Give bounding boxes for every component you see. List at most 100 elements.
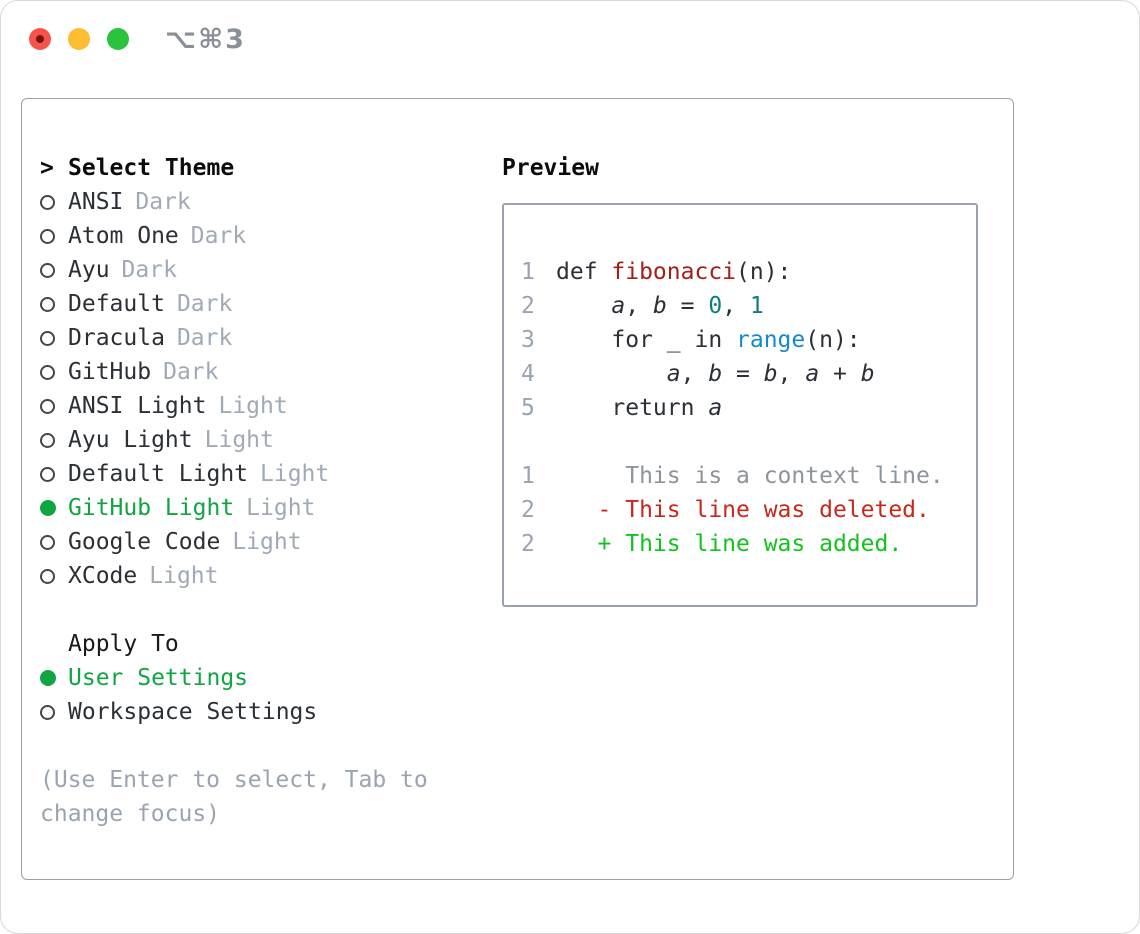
- line-content: This is a context line.: [556, 463, 944, 489]
- theme-option[interactable]: Ayu Light Light: [40, 423, 485, 457]
- focus-caret: >: [40, 155, 54, 181]
- line-content: + This line was added.: [556, 531, 903, 557]
- code-line: 2 a, b = 0, 1: [521, 289, 976, 323]
- radio-slot: [40, 670, 68, 686]
- radio-slot: [40, 262, 68, 278]
- minimize-icon[interactable]: [68, 28, 90, 50]
- radio-slot: [40, 568, 68, 584]
- radio-slot: [40, 466, 68, 482]
- apply-to-title: Apply To: [68, 631, 179, 657]
- theme-name: Dracula: [68, 325, 165, 351]
- radio-slot: [40, 534, 68, 550]
- radio-icon: [40, 194, 55, 210]
- line-content: def fibonacci(n):: [556, 259, 792, 285]
- theme-option[interactable]: GitHub Dark: [40, 355, 485, 389]
- theme-name: ANSI Light: [68, 393, 207, 419]
- code-line: 1 def fibonacci(n):: [521, 255, 976, 289]
- blank-line: [521, 425, 976, 459]
- select-theme-title: Select Theme: [68, 155, 235, 181]
- theme-option[interactable]: ANSI Light Light: [40, 389, 485, 423]
- theme-name: Atom One: [68, 223, 179, 249]
- theme-variant-tag: Dark: [176, 291, 233, 317]
- radio-icon: [40, 262, 55, 278]
- theme-variant-tag: Dark: [163, 359, 219, 385]
- line-content: - This line was deleted.: [556, 497, 930, 523]
- apply-to-option[interactable]: User Settings: [40, 661, 485, 695]
- radio-selected-icon: [40, 670, 56, 686]
- theme-variant-tag: Light: [149, 563, 219, 589]
- radio-icon: [40, 398, 55, 414]
- theme-name: XCode: [68, 563, 138, 589]
- line-number: 1: [521, 463, 535, 489]
- code-line: 4 a, b = b, a + b: [521, 357, 976, 391]
- line-number: 1: [521, 259, 535, 285]
- radio-slot: [40, 330, 68, 346]
- theme-option[interactable]: Default Dark: [40, 287, 485, 321]
- select-theme-header: > Select Theme: [40, 151, 485, 185]
- theme-option[interactable]: Default Light Light: [40, 457, 485, 491]
- theme-name: Default: [68, 291, 165, 317]
- line-content: return a: [556, 395, 723, 421]
- radio-slot: [40, 704, 68, 720]
- radio-icon: [40, 534, 55, 550]
- radio-slot: [40, 296, 68, 312]
- radio-icon: [40, 330, 55, 346]
- theme-variant-tag: Light: [260, 461, 330, 487]
- theme-variant-tag: Dark: [176, 325, 233, 351]
- theme-option[interactable]: Dracula Dark: [40, 321, 485, 355]
- code-line: 5 return a: [521, 391, 976, 425]
- theme-variant-tag: Dark: [135, 189, 191, 215]
- traffic-lights: [29, 28, 129, 50]
- line-number: 2: [521, 293, 535, 319]
- radio-icon: [40, 296, 55, 312]
- diff-line: 2 - This line was deleted.: [521, 493, 976, 527]
- radio-selected-icon: [40, 500, 56, 516]
- hint-line-1: (Use Enter to select, Tab to: [40, 767, 428, 793]
- radio-slot: [40, 398, 68, 414]
- radio-icon: [40, 568, 55, 584]
- apply-to-header: Apply To: [40, 627, 485, 661]
- hint-line-2: change focus): [40, 801, 221, 827]
- line-content: for _ in range(n):: [556, 327, 861, 353]
- line-number: 3: [521, 327, 535, 353]
- radio-slot: [40, 364, 68, 380]
- theme-variant-tag: Light: [246, 495, 316, 521]
- theme-variant-tag: Dark: [121, 257, 177, 283]
- radio-icon: [40, 364, 55, 380]
- theme-name: Default Light: [68, 461, 249, 487]
- spacer: [40, 593, 485, 627]
- theme-name: Ayu Light: [68, 427, 193, 453]
- theme-name: Google Code: [68, 529, 221, 555]
- line-number: 2: [521, 497, 535, 523]
- code-line: 3 for _ in range(n):: [521, 323, 976, 357]
- apply-to-option[interactable]: Workspace Settings: [40, 695, 485, 729]
- radio-slot: [40, 432, 68, 448]
- spacer: [40, 729, 485, 763]
- diff-line: 1 This is a context line.: [521, 459, 976, 493]
- theme-variant-tag: Light: [204, 427, 274, 453]
- theme-variant-tag: Light: [218, 393, 288, 419]
- theme-option[interactable]: XCode Light: [40, 559, 485, 593]
- theme-variant-tag: Dark: [190, 223, 247, 249]
- zoom-icon[interactable]: [107, 28, 129, 50]
- close-icon[interactable]: [29, 28, 51, 50]
- radio-slot: [40, 500, 68, 516]
- theme-name: GitHub: [68, 359, 152, 385]
- theme-option[interactable]: Atom One Dark: [40, 219, 485, 253]
- titlebar: ⌥⌘3: [1, 1, 1139, 77]
- line-number: 2: [521, 531, 535, 557]
- apply-to-option-label: User Settings: [68, 665, 249, 691]
- radio-icon: [40, 466, 55, 482]
- line-content: a, b = 0, 1: [611, 293, 764, 319]
- preview-title: Preview: [502, 155, 599, 181]
- radio-slot: [40, 194, 68, 210]
- line-content: a, b = b, a + b: [666, 361, 875, 387]
